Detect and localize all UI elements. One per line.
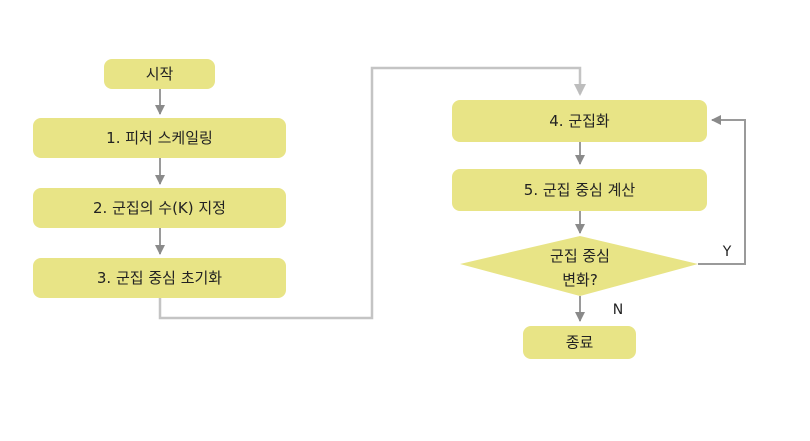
connector-step3-step4 bbox=[158, 66, 586, 320]
node-start: 시작 bbox=[104, 59, 215, 89]
node-step2-label: 2. 군집의 수(K) 지정 bbox=[93, 199, 226, 217]
node-step2: 2. 군집의 수(K) 지정 bbox=[33, 188, 286, 228]
node-decision: 군집 중심 변화? bbox=[460, 236, 698, 296]
node-step3-label: 3. 군집 중심 초기화 bbox=[97, 269, 222, 287]
node-step4: 4. 군집화 bbox=[452, 100, 707, 142]
branch-label-no: N bbox=[613, 302, 623, 318]
node-step5: 5. 군집 중심 계산 bbox=[452, 169, 707, 211]
node-step5-label: 5. 군집 중심 계산 bbox=[524, 181, 636, 199]
node-step1-label: 1. 피처 스케일링 bbox=[106, 129, 213, 147]
connector-decision-yes-loop bbox=[698, 115, 746, 265]
node-step4-label: 4. 군집화 bbox=[549, 112, 610, 130]
branch-label-yes: Y bbox=[722, 244, 732, 260]
node-start-label: 시작 bbox=[146, 65, 174, 83]
node-decision-label-line1: 군집 중심 bbox=[550, 247, 610, 265]
node-decision-label-line2: 변화? bbox=[562, 271, 598, 289]
node-end: 종료 bbox=[523, 326, 636, 359]
node-step1: 1. 피처 스케일링 bbox=[33, 118, 286, 158]
node-end-label: 종료 bbox=[566, 334, 594, 352]
node-step3: 3. 군집 중심 초기화 bbox=[33, 258, 286, 298]
